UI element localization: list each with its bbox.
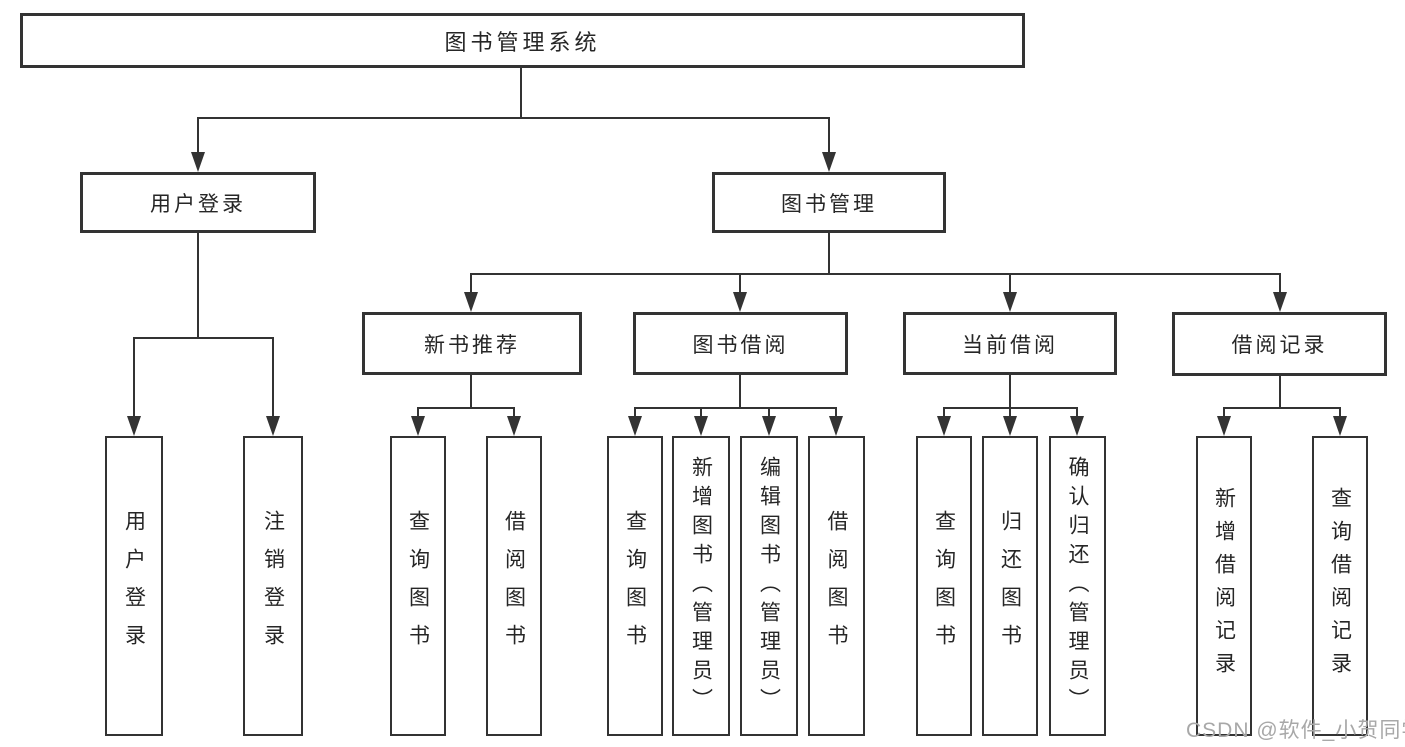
arrow-down — [1070, 416, 1084, 436]
arrow-down — [1003, 416, 1017, 436]
connector-line — [739, 273, 741, 293]
node-label: 查询图书 — [623, 510, 647, 662]
arrow-down — [266, 416, 280, 436]
node-label: 查询图书 — [406, 510, 430, 662]
arrow-down — [464, 292, 478, 312]
node-book-borrow: 图书借阅 — [633, 312, 848, 375]
connector-line — [1009, 273, 1011, 293]
connector-line — [417, 407, 419, 418]
node-label: 图书管理系统 — [444, 29, 601, 55]
leaf-query-books-recommend: 查询图书 — [390, 436, 446, 736]
leaf-logout: 注销登录 — [243, 436, 303, 736]
arrow-down — [937, 416, 951, 436]
node-label: 借阅记录 — [1231, 334, 1328, 357]
connector-line — [470, 273, 1281, 275]
connector-line — [1223, 407, 1341, 409]
arrow-down — [733, 292, 747, 312]
arrow-down — [411, 416, 425, 436]
leaf-edit-book-admin: 编辑图书（管理员） — [740, 436, 798, 736]
connector-line — [943, 407, 945, 418]
leaf-add-borrow-record: 新增借阅记录 — [1196, 436, 1252, 736]
connector-line — [470, 374, 472, 409]
connector-line — [739, 374, 741, 409]
connector-line — [828, 232, 830, 275]
connector-line — [197, 232, 199, 339]
arrow-down — [1333, 416, 1347, 436]
connector-line — [417, 407, 515, 409]
node-label: 图书借阅 — [692, 333, 789, 357]
node-new-book-recommend: 新书推荐 — [362, 312, 582, 375]
arrow-down — [694, 416, 708, 436]
leaf-user-login: 用户登录 — [105, 436, 163, 736]
connector-line — [197, 117, 830, 119]
node-label: 查询图书 — [932, 510, 956, 662]
node-label: 图书管理 — [781, 192, 877, 216]
node-label: 注销登录 — [261, 510, 285, 662]
node-label: 借阅图书 — [502, 510, 526, 662]
leaf-borrow-books: 借阅图书 — [808, 436, 865, 736]
arrow-down — [1273, 292, 1287, 312]
arrow-down — [507, 416, 521, 436]
leaf-query-books-current: 查询图书 — [916, 436, 972, 736]
leaf-return-book: 归还图书 — [982, 436, 1038, 736]
arrow-down — [1003, 292, 1017, 312]
arrow-down — [762, 416, 776, 436]
arrow-down — [191, 152, 205, 172]
node-label: 用户登录 — [122, 510, 146, 662]
connector-line — [1223, 407, 1225, 418]
node-library-system: 图书管理系统 — [20, 13, 1025, 68]
connector-line — [272, 337, 274, 417]
node-label: 借阅图书 — [825, 510, 848, 662]
connector-line — [1009, 407, 1011, 418]
connector-line — [1009, 374, 1011, 409]
connector-line — [828, 117, 830, 153]
watermark: CSDN @软件_小贺同学 — [1186, 719, 1405, 742]
node-current-borrow: 当前借阅 — [903, 312, 1117, 375]
arrow-down — [628, 416, 642, 436]
node-label: 查询借阅记录 — [1328, 487, 1352, 685]
connector-line — [634, 407, 837, 409]
leaf-borrow-books-recommend: 借阅图书 — [486, 436, 542, 736]
connector-line — [1076, 407, 1078, 418]
connector-line — [835, 407, 837, 418]
leaf-query-books-borrow: 查询图书 — [607, 436, 663, 736]
connector-line — [470, 273, 472, 293]
node-label: 确认归还（管理员） — [1066, 455, 1089, 717]
arrow-down — [127, 416, 141, 436]
leaf-add-book-admin: 新增图书（管理员） — [672, 436, 730, 736]
connector-line — [1279, 273, 1281, 293]
connector-line — [133, 337, 135, 417]
node-label: 编辑图书（管理员） — [757, 455, 781, 717]
arrow-down — [822, 152, 836, 172]
connector-line — [700, 407, 702, 418]
node-label: 新增借阅记录 — [1212, 487, 1236, 685]
connector-line — [634, 407, 636, 418]
leaf-query-borrow-record: 查询借阅记录 — [1312, 436, 1368, 736]
connector-line — [768, 407, 770, 418]
connector-line — [1279, 374, 1281, 409]
node-label: 新增图书（管理员） — [689, 455, 713, 717]
arrow-down — [1217, 416, 1231, 436]
connector-line — [133, 337, 274, 339]
node-label: 用户登录 — [150, 192, 246, 216]
arrow-down — [829, 416, 843, 436]
node-label: 归还图书 — [998, 510, 1022, 662]
node-label: 新书推荐 — [424, 333, 520, 357]
node-book-management: 图书管理 — [712, 172, 946, 233]
connector-line — [197, 117, 199, 153]
connector-line — [513, 407, 515, 418]
leaf-confirm-return-admin: 确认归还（管理员） — [1049, 436, 1106, 736]
node-borrow-records: 借阅记录 — [1172, 312, 1387, 376]
node-label: 当前借阅 — [962, 333, 1058, 357]
node-user-login: 用户登录 — [80, 172, 316, 233]
connector-line — [520, 68, 522, 118]
connector-line — [1339, 407, 1341, 418]
